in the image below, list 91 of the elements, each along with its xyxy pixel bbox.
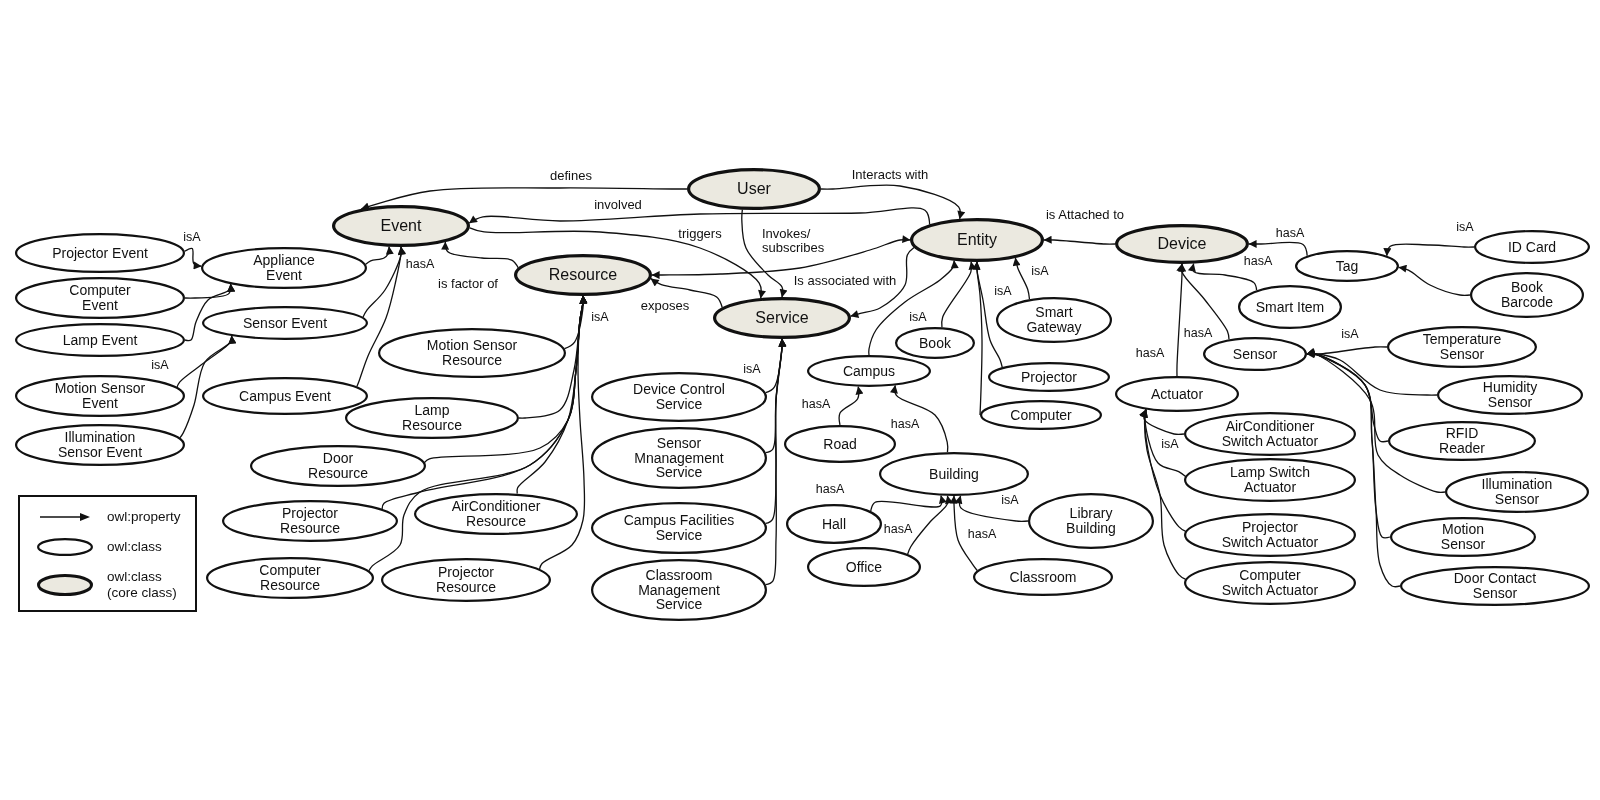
- class-ellipse: Tag: [1295, 250, 1399, 282]
- arrow: [538, 295, 588, 570]
- arrow: [1188, 263, 1258, 291]
- class-ellipse: Projector Resource: [381, 558, 551, 602]
- class-ellipse: Illumination Sensor Event: [15, 424, 185, 466]
- legend-label: owl:class (core class): [107, 569, 178, 601]
- class-ellipse: RFID Reader: [1388, 421, 1536, 461]
- core-class-ellipse: User: [687, 168, 821, 210]
- arrow: [1043, 235, 1116, 245]
- class-ellipse: Campus Facilities Service: [591, 502, 767, 554]
- arrow: [870, 495, 947, 512]
- arrow: [765, 338, 787, 586]
- arrow: [469, 227, 766, 299]
- class-ellipse: AirConditioner Switch Actuator: [1184, 412, 1356, 456]
- arrow: [954, 495, 1029, 522]
- class-ellipse: Sensor Mnanagement Service: [591, 427, 767, 489]
- class-ellipse: Motion Sensor Event: [15, 375, 185, 417]
- class-ellipse: Actuator: [1115, 376, 1239, 412]
- arrow: [651, 235, 911, 280]
- class-ellipse: Lamp Event: [15, 323, 185, 357]
- class-ellipse: Device Control Service: [591, 372, 767, 422]
- edge-label: triggers: [677, 226, 723, 242]
- class-ellipse: Projector: [988, 362, 1110, 392]
- class-ellipse: Campus Event: [202, 377, 368, 415]
- arrow: [850, 246, 915, 318]
- arrow: [1383, 243, 1475, 257]
- class-ellipse: Door Resource: [250, 445, 426, 487]
- arrow: [184, 283, 235, 342]
- class-ellipse: Smart Gateway: [996, 297, 1112, 343]
- arrow: [1012, 257, 1031, 300]
- class-ellipse: ID Card: [1474, 230, 1590, 264]
- arrow: [650, 278, 723, 309]
- arrow: [184, 247, 202, 270]
- arrow: [1306, 348, 1401, 588]
- arrow: [1139, 408, 1185, 436]
- class-ellipse: Computer Event: [15, 277, 185, 319]
- legend-label: owl:property: [107, 509, 182, 525]
- arrow: [741, 209, 788, 298]
- class-ellipse: Motion Sensor Resource: [378, 328, 566, 378]
- class-ellipse: Computer Resource: [206, 557, 374, 599]
- arrow: [1176, 263, 1187, 377]
- arrow: [1176, 263, 1230, 340]
- class-ellipse: Sensor Event: [202, 306, 368, 340]
- core-class-ellipse: Entity: [910, 218, 1044, 262]
- class-ellipse: Smart Item: [1238, 285, 1342, 329]
- arrow: [949, 495, 978, 572]
- class-ellipse: Motion Sensor: [1390, 517, 1536, 557]
- class-ellipse: AirConditioner Resource: [414, 493, 578, 535]
- class-ellipse: Book Barcode: [1470, 272, 1584, 318]
- class-ellipse: Book: [895, 327, 975, 359]
- arrow: [365, 246, 394, 265]
- core-class-ellipse: Resource: [514, 254, 652, 296]
- arrow: [441, 241, 519, 269]
- arrow: [838, 386, 864, 426]
- class-ellipse: Sensor: [1203, 337, 1307, 371]
- class-ellipse: Office: [807, 547, 921, 587]
- arrow: [1306, 348, 1446, 493]
- class-ellipse: Illumination Sensor: [1445, 471, 1589, 513]
- arrow: [1140, 408, 1186, 580]
- class-ellipse: Appliance Event: [201, 247, 367, 289]
- arrow: [1306, 346, 1388, 359]
- class-ellipse: Library Building: [1028, 493, 1154, 549]
- class-ellipse: Classroom Management Service: [591, 559, 767, 621]
- class-ellipse: Projector Switch Actuator: [1184, 513, 1356, 557]
- arrow: [1398, 264, 1471, 296]
- core-class-ellipse: Event: [332, 205, 470, 247]
- class-ellipse: Lamp Switch Actuator: [1184, 458, 1356, 502]
- class-ellipse: Projector Event: [15, 233, 185, 273]
- arrow: [868, 260, 959, 356]
- arrow: [1248, 239, 1308, 257]
- arrow: [179, 335, 237, 439]
- class-ellipse: Lamp Resource: [345, 397, 519, 439]
- arrow: [890, 384, 949, 453]
- core-class-ellipse: Service: [713, 297, 851, 339]
- class-ellipse: Door Contact Sensor: [1400, 566, 1590, 606]
- class-ellipse: Computer Switch Actuator: [1184, 561, 1356, 605]
- legend-label: owl:class: [107, 539, 163, 555]
- arrow: [907, 495, 953, 555]
- class-ellipse: Hall: [786, 504, 882, 544]
- arrow: [468, 207, 931, 226]
- class-ellipse: Humidity Sensor: [1437, 375, 1583, 415]
- arrow: [356, 246, 406, 388]
- class-ellipse: Temperature Sensor: [1387, 326, 1537, 368]
- arrow: [972, 261, 983, 416]
- class-ellipse: Campus: [807, 355, 931, 387]
- arrow: [820, 184, 966, 220]
- class-ellipse: Building: [879, 452, 1029, 496]
- class-ellipse: Classroom: [973, 558, 1113, 596]
- class-ellipse: Projector Resource: [222, 500, 398, 542]
- class-ellipse: Computer: [980, 400, 1102, 430]
- arrow: [941, 261, 977, 328]
